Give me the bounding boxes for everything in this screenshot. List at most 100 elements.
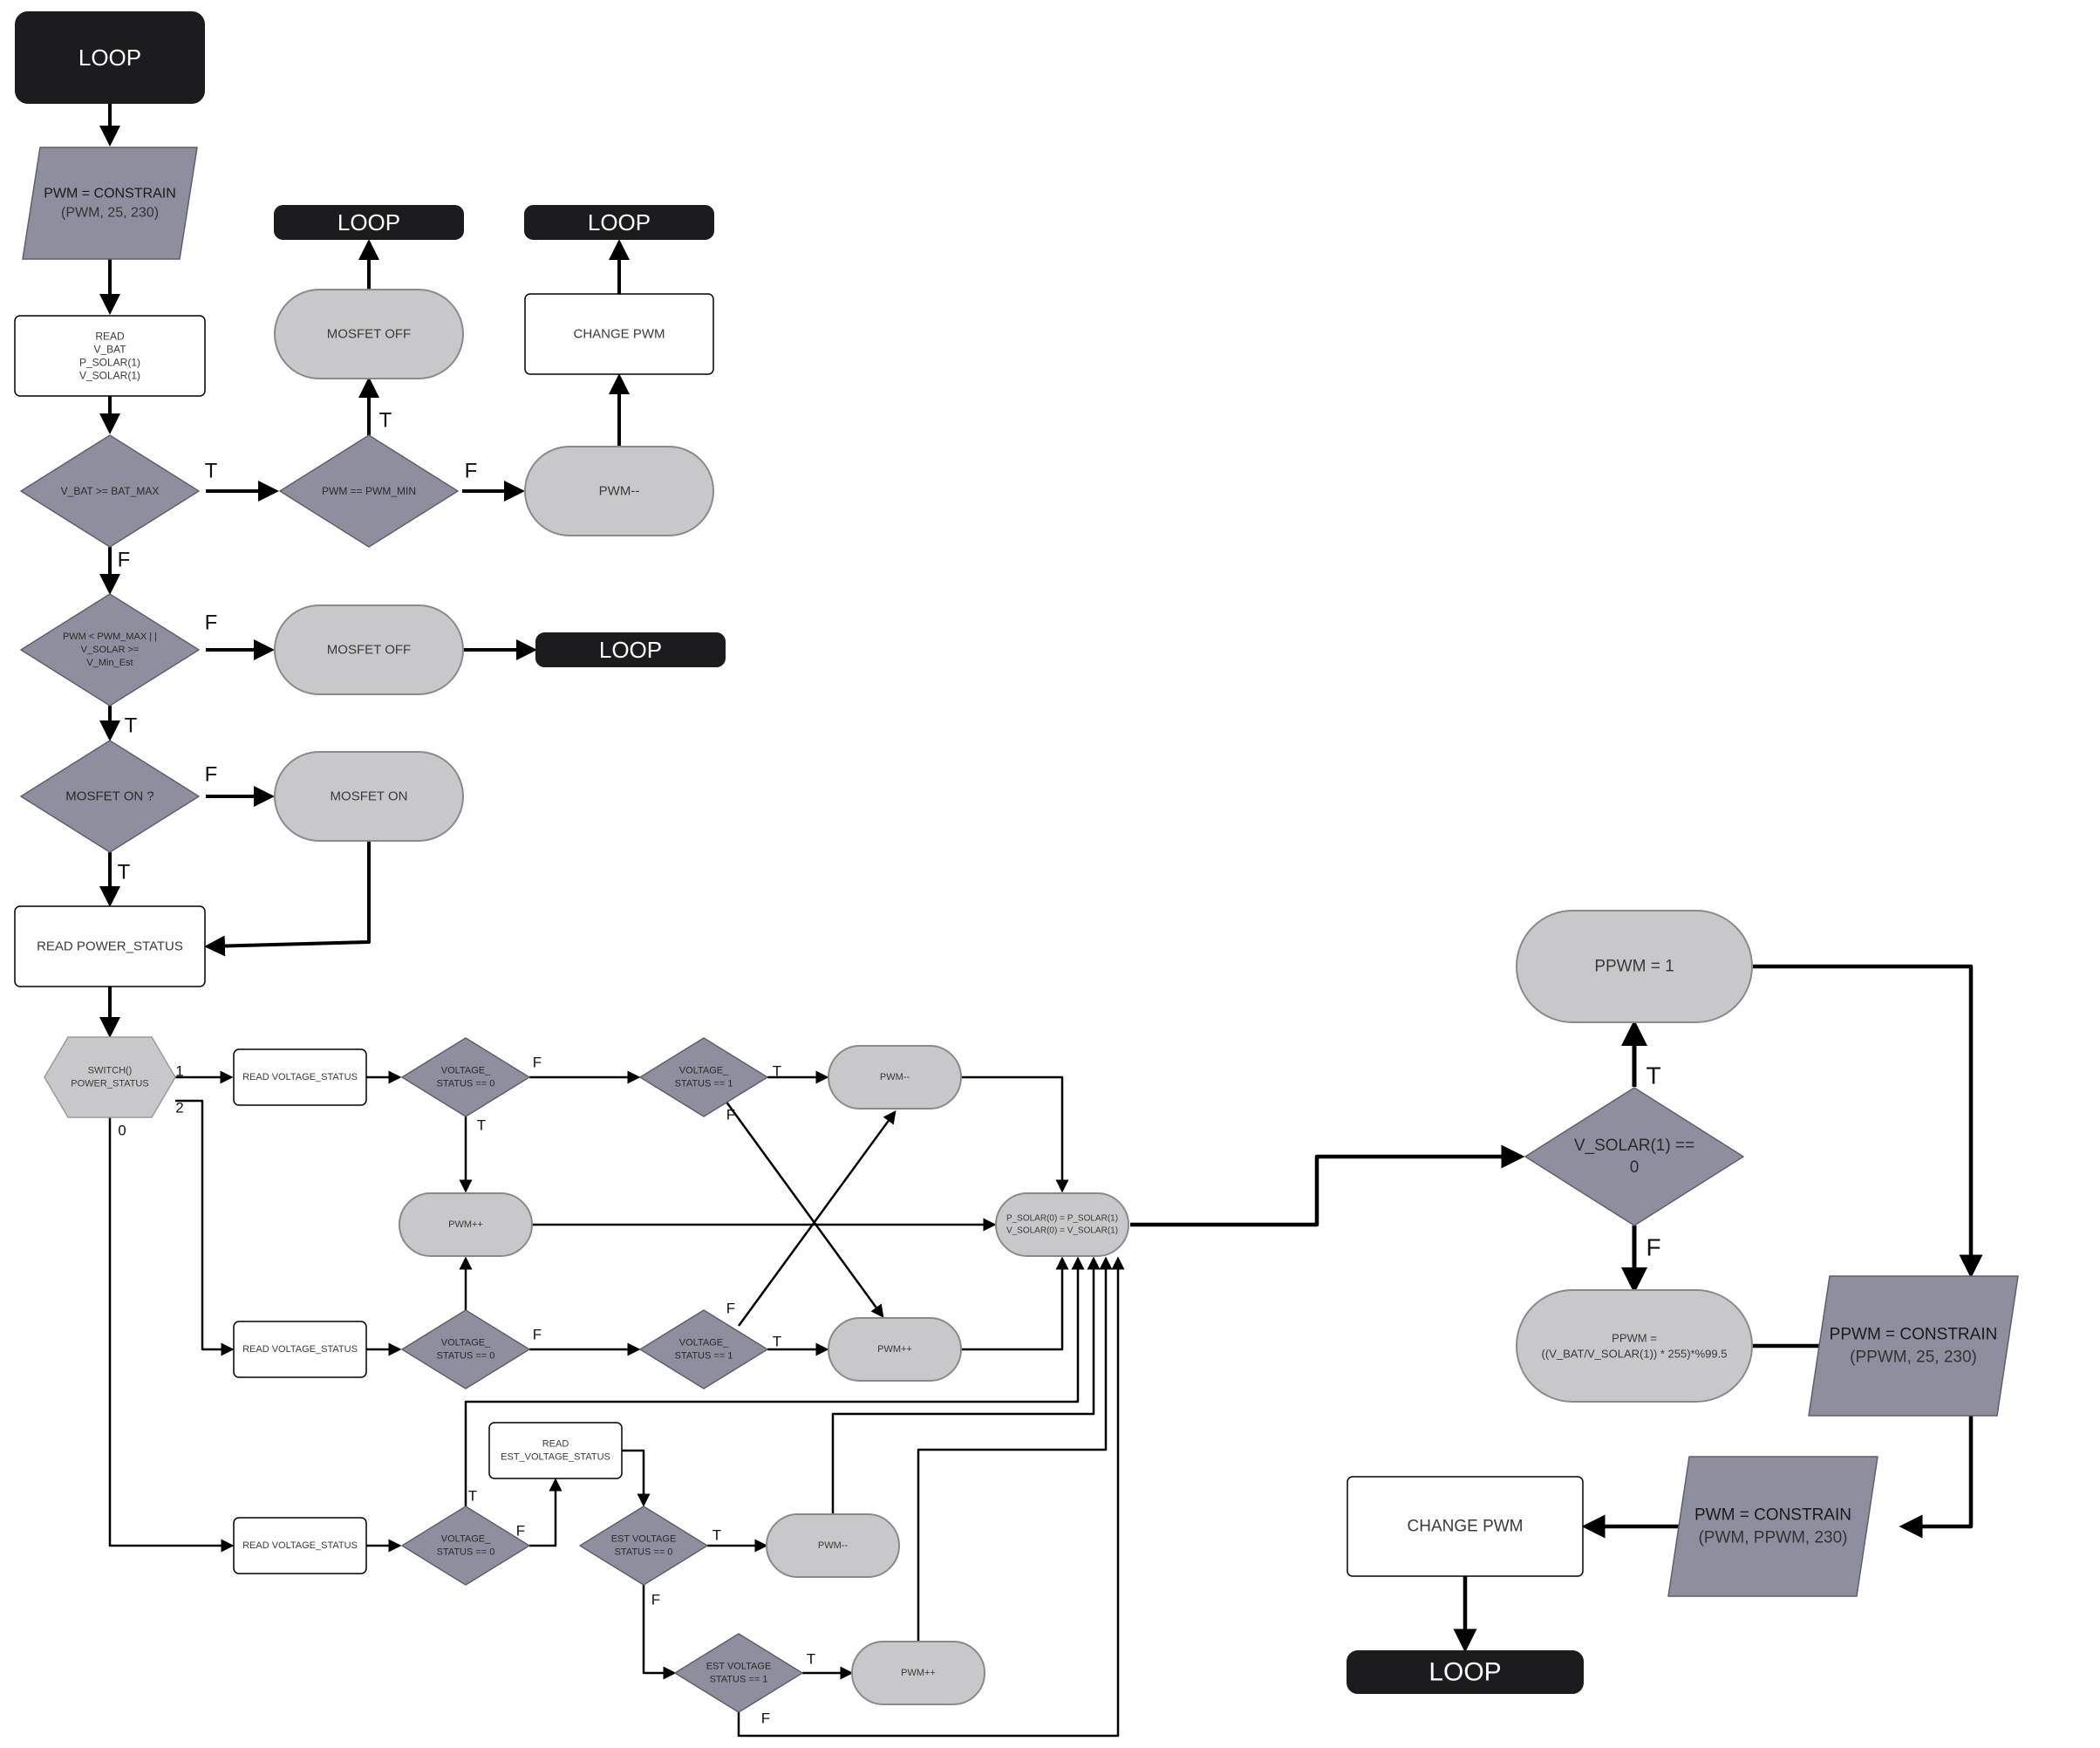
node-rounded: PWM++: [399, 1192, 533, 1257]
node-rounded: PWM--: [828, 1045, 962, 1110]
node-label: V_SOLAR >=: [81, 645, 140, 655]
edge-label: F: [516, 1523, 525, 1540]
node-label: V_SOLAR(1) ==: [1574, 1137, 1694, 1155]
edge-label: F: [726, 1301, 735, 1317]
node-shape: [1347, 1650, 1584, 1694]
edge-label: F: [205, 763, 218, 787]
node-shape: [14, 905, 206, 987]
node-process: CHANGE PWM: [524, 293, 714, 375]
connector-arrow: [724, 1100, 884, 1319]
node-rounded: PPWM =((V_BAT/V_SOLAR(1)) * 255)*%99.5: [1516, 1289, 1753, 1403]
node-label: (PWM, 25, 230): [61, 206, 159, 221]
node-label: STATUS == 0: [437, 1079, 495, 1089]
node-decision: V_BAT >= BAT_MAX: [20, 434, 200, 548]
node-decision: MOSFET ON ?: [20, 740, 200, 853]
node-rounded: PWM--: [766, 1513, 900, 1578]
node-label: MOSFET ON: [331, 789, 408, 804]
node-process: READ VOLTAGE_STATUS: [233, 1517, 367, 1574]
node-label: PWM++: [877, 1344, 912, 1355]
node-label: PWM--: [599, 484, 640, 499]
node-shape: [535, 632, 726, 667]
edge-label: T: [807, 1651, 815, 1668]
node-shape: [524, 446, 714, 536]
connector-arrow: [737, 1256, 1125, 1738]
node-label: PWM++: [448, 1219, 483, 1230]
node-decision: VOLTAGE_STATUS == 1: [639, 1037, 768, 1117]
connector-arrow: [831, 1256, 1101, 1514]
node-rounded: MOSFET OFF: [274, 604, 464, 695]
node-shape: [1808, 1275, 2019, 1417]
node-shape: [828, 1317, 962, 1382]
node-label: PWM--: [880, 1072, 910, 1082]
edge-label: T: [205, 460, 218, 483]
node-shape: [233, 1048, 367, 1106]
node-label: PWM = CONSTRAIN: [44, 187, 176, 201]
connector-arrow: [464, 1256, 1085, 1506]
node-hexagon: SWITCH()POWER_STATUS: [44, 1036, 176, 1118]
node-shape: [488, 1422, 623, 1479]
node-label: V_BAT >= BAT_MAX: [61, 485, 160, 497]
node-shape: [401, 1309, 530, 1390]
node-label: LOOP: [338, 209, 400, 236]
edge-label: F: [533, 1327, 542, 1343]
node-label: READ VOLTAGE_STATUS: [242, 1540, 358, 1551]
node-rounded: PWM--: [524, 446, 714, 536]
connector-arrow: [917, 1256, 1113, 1642]
node-rounded: PPWM = 1: [1516, 910, 1753, 1023]
connector-arrow: [1130, 1144, 1525, 1227]
node-label: (PWM, PPWM, 230): [1698, 1529, 1847, 1547]
node-label: VOLTAGE_: [679, 1338, 729, 1349]
node-label: LOOP: [599, 637, 662, 663]
node-process: READ VOLTAGE_STATUS: [233, 1321, 367, 1378]
node-decision: PWM < PWM_MAX | |V_SOLAR >=V_Min_Est: [20, 593, 200, 707]
connector-arrow: [622, 1449, 651, 1507]
node-process: READ VOLTAGE_STATUS: [233, 1048, 367, 1106]
node-layer: LOOP PWM = CONSTRAIN (PWM, 25, 230) READV_B…: [14, 11, 2019, 1713]
node-shape: [1516, 1289, 1753, 1403]
edge-label: T: [773, 1334, 781, 1350]
node-rounded: MOSFET OFF: [274, 289, 464, 379]
edge-label: F: [465, 460, 478, 483]
connector-arrow: [961, 1075, 1069, 1193]
node-shape: [279, 434, 459, 548]
node-label: MOSFET OFF: [327, 327, 411, 342]
node-io: PWM = CONSTRAIN (PWM, PPWM, 230): [1667, 1456, 1878, 1597]
node-decision: PWM == PWM_MIN: [279, 434, 459, 548]
connector-arrow: [204, 841, 371, 957]
connector-arrow: [737, 1110, 897, 1327]
node-label: MOSFET OFF: [327, 643, 411, 658]
node-decision: VOLTAGE_STATUS == 0: [401, 1506, 530, 1586]
node-io: PWM = CONSTRAIN (PWM, 25, 230): [22, 147, 198, 260]
node-label: PWM = CONSTRAIN: [1694, 1506, 1851, 1525]
node-label: STATUS == 1: [710, 1675, 768, 1685]
node-label: EST VOLTAGE: [611, 1534, 677, 1545]
node-shape: [20, 434, 200, 548]
node-shape: [399, 1192, 533, 1257]
node-shape: [401, 1506, 530, 1586]
node-shape: [274, 751, 464, 842]
node-label: VOLTAGE_: [441, 1338, 491, 1349]
node-label: V_SOLAR(1): [79, 370, 140, 382]
node-shape: [828, 1045, 962, 1110]
node-shape: [674, 1633, 803, 1713]
node-shape: [1667, 1456, 1878, 1597]
edge-label: F: [533, 1055, 542, 1071]
connector-arrow: [175, 1099, 235, 1356]
node-label: (PPWM, 25, 230): [1850, 1349, 1977, 1367]
node-label: PPWM = 1: [1594, 958, 1674, 976]
node-shape: [766, 1513, 900, 1578]
node-label: READ VOLTAGE_STATUS: [242, 1072, 358, 1082]
node-shape: [851, 1641, 985, 1705]
node-shape: [44, 1036, 176, 1118]
node-label: PPWM = CONSTRAIN: [1830, 1326, 1998, 1344]
connector-arrow: [108, 1117, 235, 1553]
node-label: EST_VOLTAGE_STATUS: [501, 1452, 610, 1463]
node-terminal: LOOP: [274, 205, 464, 240]
node-label: PWM < PWM_MAX | |: [63, 632, 157, 642]
node-terminal: LOOP: [524, 205, 714, 240]
connector-layer: [99, 103, 1983, 1738]
node-label: CHANGE PWM: [574, 327, 665, 342]
